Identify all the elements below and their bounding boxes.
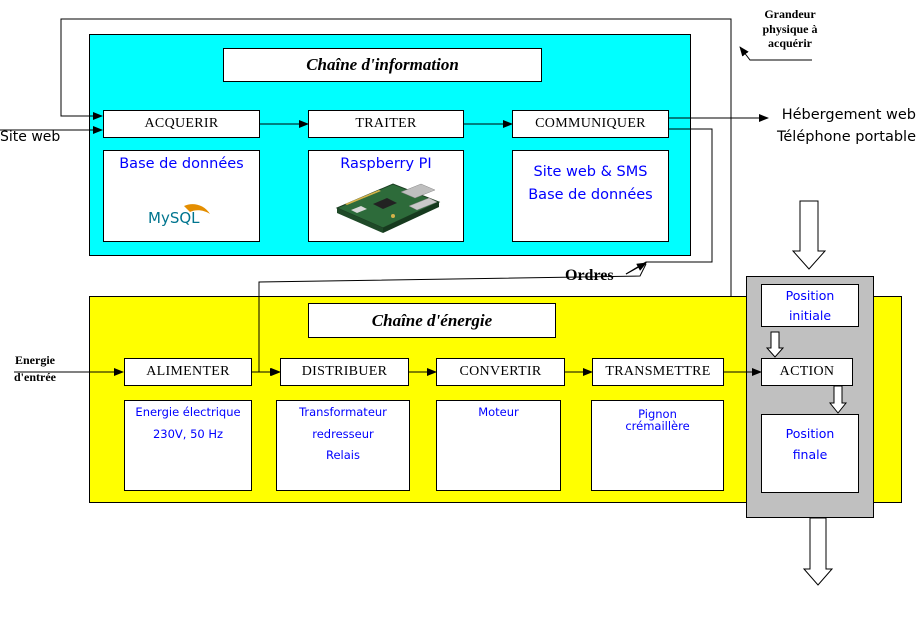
mysql-logo-icon: MySQL	[148, 204, 210, 227]
mysql-logo-text: MySQL	[148, 209, 200, 227]
alimenter-solution-line-2: 230V, 50 Hz	[152, 426, 224, 441]
convertir-solution-line: Moteur	[478, 405, 519, 419]
final-position-line-1: Position	[785, 426, 835, 441]
initial-position-box: Position initiale	[761, 284, 859, 327]
transmettre-solution-line-2: crémaillère	[625, 419, 690, 433]
output-material-arrow	[802, 517, 834, 586]
acquerir-solution-box: Base de données MySQL	[103, 150, 260, 242]
transmettre-box: TRANSMETTRE	[592, 358, 724, 386]
input-material-arrow	[791, 200, 827, 270]
transmettre-solution-line-1: Pignon	[638, 407, 677, 421]
communiquer-solution-line-1: Site web & SMS	[533, 164, 648, 180]
initial-position-line-2: initiale	[788, 308, 832, 323]
energy-input-line-2: d'entrée	[14, 370, 56, 384]
site-web-input-label: Site web	[0, 129, 61, 145]
initial-position-line-1: Position	[785, 288, 835, 303]
communiquer-box: COMMUNIQUER	[512, 110, 669, 138]
energy-chain-title: Chaîne d'énergie	[308, 303, 556, 338]
convertir-box: CONVERTIR	[436, 358, 565, 386]
communiquer-solution-box: Site web & SMS Base de données	[512, 150, 669, 242]
acquerir-box: ACQUERIR	[103, 110, 260, 138]
physical-quantity-line-2: physique à	[762, 21, 818, 36]
transmettre-solution-box: Pignon crémaillère	[591, 400, 724, 491]
alimenter-box: ALIMENTER	[124, 358, 252, 386]
traiter-solution-box: Raspberry PI	[308, 150, 464, 242]
energy-input-line-1: Energie	[15, 353, 55, 367]
traiter-box: TRAITER	[308, 110, 464, 138]
action-box: ACTION	[761, 358, 853, 386]
alimenter-solution-box: Energie électrique 230V, 50 Hz	[124, 400, 252, 491]
energy-input-label: Energie d'entrée	[4, 352, 66, 386]
communiquer-solution-line-2: Base de données	[528, 187, 653, 203]
output-destination-2: Téléphone portable	[776, 129, 916, 145]
distribuer-solution-line-3: Relais	[326, 448, 360, 462]
physical-quantity-line-3: acquérir	[768, 36, 812, 50]
distribuer-solution-line-1: Transformateur	[299, 405, 387, 419]
convertir-solution-box: Moteur	[436, 400, 561, 491]
distribuer-solution-box: Transformateur redresseur Relais	[276, 400, 410, 491]
final-position-box: Position finale	[761, 414, 859, 493]
alimenter-solution-line-1: Energie électrique	[135, 405, 241, 419]
output-destination-1: Hébergement web	[781, 107, 916, 123]
information-chain-title: Chaîne d'information	[223, 48, 542, 82]
distribuer-solution-line-2: redresseur	[312, 426, 374, 441]
physical-quantity-label: Grandeur physique à acquérir	[742, 7, 838, 51]
acquerir-solution-line: Base de données	[119, 156, 244, 172]
physical-quantity-line-1: Grandeur	[764, 7, 816, 21]
final-position-line-2: finale	[792, 447, 828, 462]
output-destinations-label: Hébergement web Téléphone portable	[764, 104, 916, 148]
distribuer-box: DISTRIBUER	[280, 358, 409, 386]
raspberry-pi-board-icon	[335, 183, 441, 233]
orders-label: Ordres	[565, 267, 614, 284]
traiter-solution-line: Raspberry PI	[340, 156, 432, 172]
